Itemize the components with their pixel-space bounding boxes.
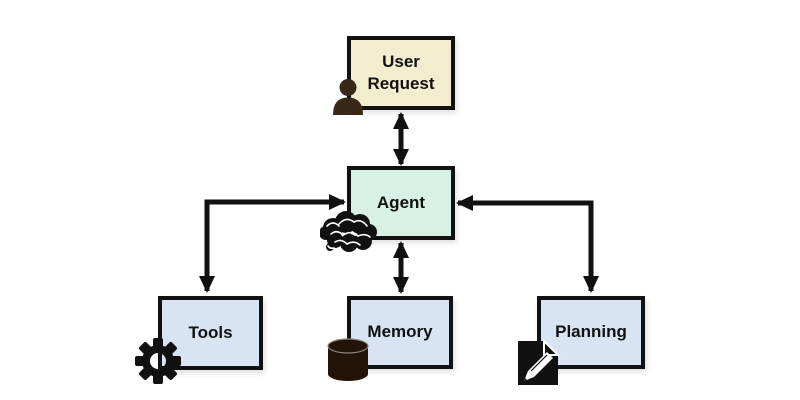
gear-icon <box>135 338 181 384</box>
node-tools: Tools <box>135 296 263 384</box>
node-user-request: User Request <box>333 36 455 115</box>
node-user-request-label: User Request <box>367 51 435 93</box>
node-agent: Agent <box>320 166 455 252</box>
edge-agent-planning <box>456 195 599 293</box>
node-tools-label: Tools <box>188 322 233 342</box>
database-icon <box>327 338 369 381</box>
brain-icon <box>320 211 377 252</box>
node-memory-label: Memory <box>367 322 433 342</box>
node-agent-label: Agent <box>376 192 426 212</box>
node-planning: Planning <box>518 296 645 385</box>
edge-agent-tools <box>199 194 346 293</box>
node-planning-label: Planning <box>555 322 627 342</box>
node-memory: Memory <box>327 296 453 381</box>
